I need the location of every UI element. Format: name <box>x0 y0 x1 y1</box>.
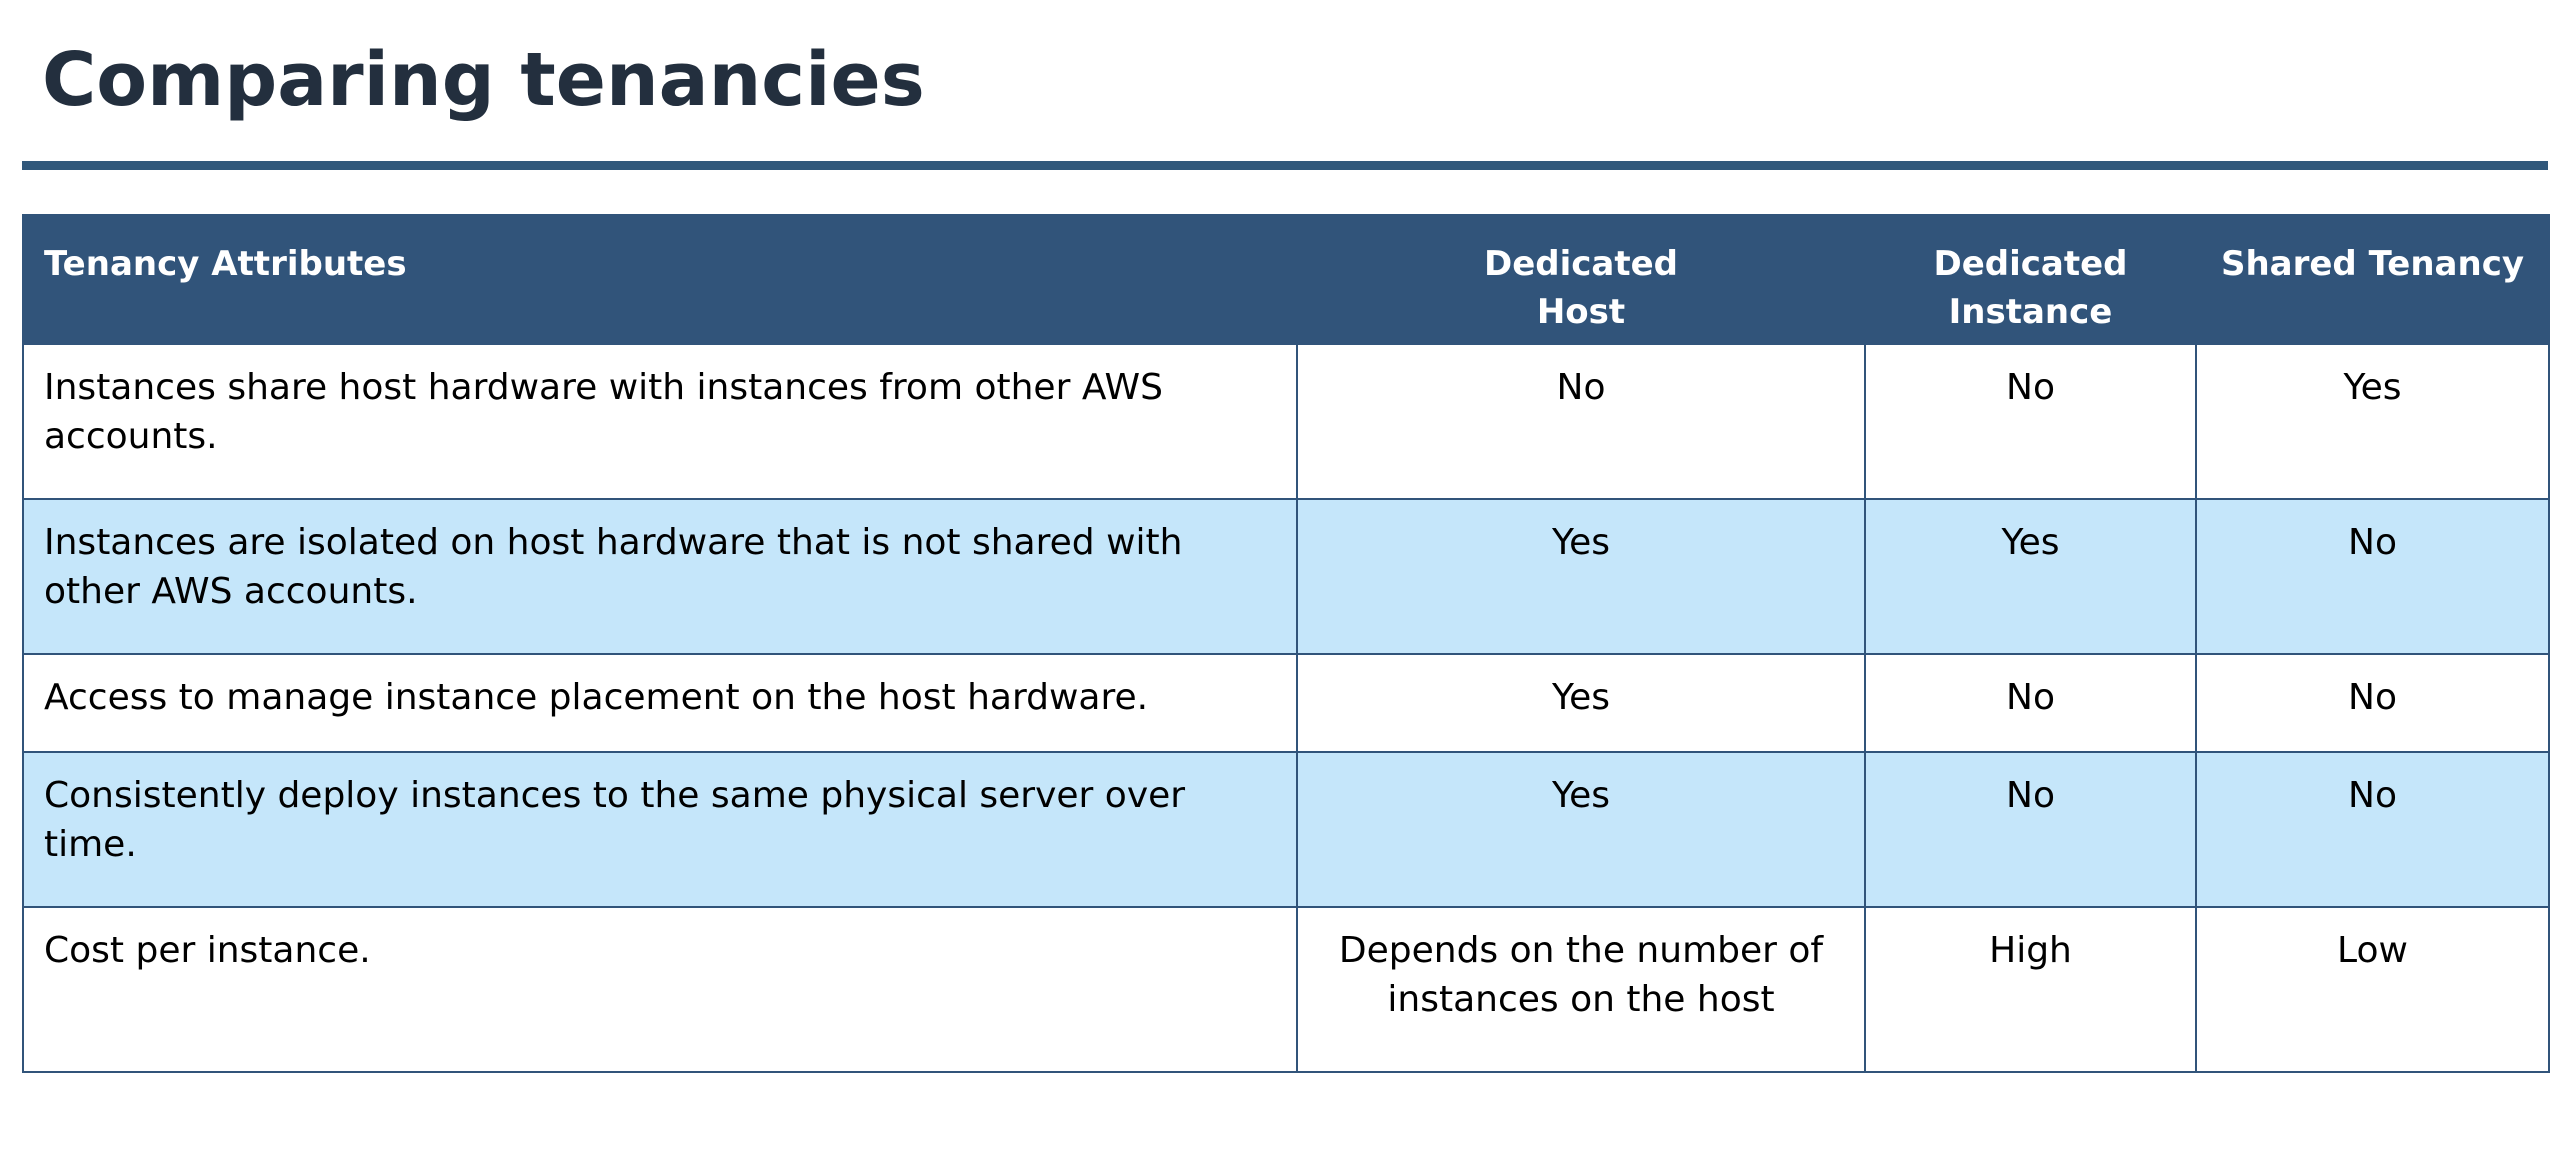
shared-tenancy-cell: Yes <box>2195 343 2550 500</box>
table-row: Consistently deploy instances to the sam… <box>22 751 2550 908</box>
attribute-cell: Consistently deploy instances to the sam… <box>22 751 1298 908</box>
table-row: Instances share host hardware with insta… <box>22 343 2550 500</box>
title-divider <box>22 161 2548 170</box>
shared-tenancy-cell: Low <box>2195 906 2550 1073</box>
dedicated-instance-cell: No <box>1864 343 2197 500</box>
header-dedicated-instance: Dedicated Instance <box>1864 214 2197 345</box>
tenancy-comparison-table: Tenancy Attributes Dedicated Host Dedica… <box>22 214 2550 1073</box>
dedicated-host-cell: Yes <box>1296 653 1866 753</box>
attribute-cell: Cost per instance. <box>22 906 1298 1073</box>
attribute-cell: Access to manage instance placement on t… <box>22 653 1298 753</box>
dedicated-host-cell: Yes <box>1296 751 1866 908</box>
header-shared-tenancy: Shared Tenancy <box>2195 214 2550 345</box>
attribute-cell: Instances share host hardware with insta… <box>22 343 1298 500</box>
header-tenancy-attributes: Tenancy Attributes <box>22 214 1298 345</box>
header-dedicated-host: Dedicated Host <box>1296 214 1866 345</box>
dedicated-instance-cell: High <box>1864 906 2197 1073</box>
dedicated-host-cell: Depends on the number of instances on th… <box>1296 906 1866 1073</box>
dedicated-instance-cell: No <box>1864 751 2197 908</box>
attribute-cell: Instances are isolated on host hardware … <box>22 498 1298 655</box>
table-header-row: Tenancy Attributes Dedicated Host Dedica… <box>22 214 2550 345</box>
dedicated-instance-cell: No <box>1864 653 2197 753</box>
table-row: Cost per instance. Depends on the number… <box>22 906 2550 1073</box>
table-row: Access to manage instance placement on t… <box>22 653 2550 753</box>
dedicated-host-cell: No <box>1296 343 1866 500</box>
shared-tenancy-cell: No <box>2195 498 2550 655</box>
dedicated-host-cell: Yes <box>1296 498 1866 655</box>
dedicated-instance-cell: Yes <box>1864 498 2197 655</box>
shared-tenancy-cell: No <box>2195 653 2550 753</box>
shared-tenancy-cell: No <box>2195 751 2550 908</box>
page-title: Comparing tenancies <box>42 37 925 123</box>
table-row: Instances are isolated on host hardware … <box>22 498 2550 655</box>
